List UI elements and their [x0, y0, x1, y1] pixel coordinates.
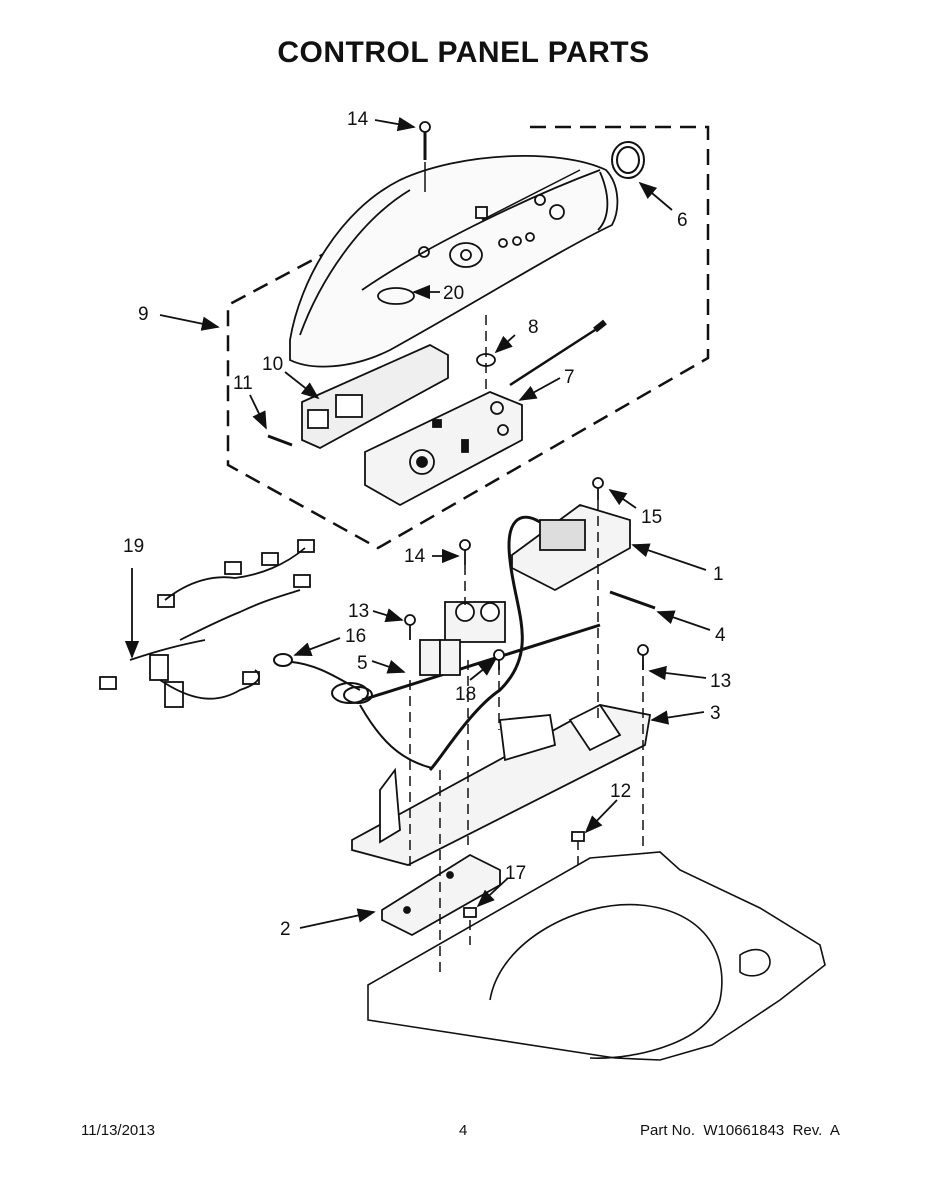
callout-1: 1 — [713, 564, 724, 585]
console-assembly-outline — [226, 125, 710, 550]
callouts — [124, 117, 711, 929]
callout-19: 19 — [123, 536, 144, 557]
rod-4 — [361, 590, 656, 702]
callout-2: 2 — [280, 919, 291, 940]
callout-13-right: 13 — [710, 671, 731, 692]
footer-part-info: Part No. W10661843 Rev. A — [640, 1122, 840, 1139]
leader-3 — [650, 710, 705, 725]
callout-16: 16 — [345, 626, 366, 647]
leader-1 — [631, 543, 707, 571]
console-base — [351, 703, 652, 866]
leader-18 — [469, 658, 497, 681]
callout-labels: 1 2 3 4 5 6 7 8 9 10 11 12 13 13 14 14 1… — [123, 109, 731, 940]
board-wire — [509, 328, 596, 387]
control-knob — [611, 141, 645, 179]
mounting-plate — [381, 853, 501, 937]
leader-9 — [159, 314, 220, 331]
leader-2 — [299, 908, 376, 929]
footer-page-number: 4 — [459, 1122, 468, 1139]
leader-10 — [284, 371, 320, 400]
water-valve — [419, 601, 506, 676]
callout-13-left: 13 — [348, 601, 369, 622]
callout-17: 17 — [505, 863, 526, 884]
leader-12 — [584, 799, 618, 834]
footer-date: 11/13/2013 — [81, 1122, 155, 1139]
leader-11 — [249, 394, 267, 430]
screws — [404, 477, 649, 918]
leader-4 — [656, 610, 711, 631]
board-wire-connector — [593, 319, 607, 333]
callout-14-top: 14 — [347, 109, 369, 130]
board-housing — [301, 343, 449, 450]
page-title: CONTROL PANEL PARTS — [277, 36, 650, 69]
screw-11 — [267, 434, 293, 447]
callout-8: 8 — [528, 317, 539, 338]
leader-15 — [608, 488, 637, 509]
leader-17 — [476, 877, 509, 908]
main-control-board — [511, 504, 631, 592]
callout-4: 4 — [715, 625, 726, 646]
callout-11: 11 — [233, 373, 253, 394]
callout-15: 15 — [641, 507, 662, 528]
callout-12: 12 — [610, 781, 631, 802]
callout-7: 7 — [564, 367, 575, 388]
leader-8 — [494, 334, 516, 354]
console-panel — [289, 155, 619, 368]
wire-harness-16 — [273, 653, 433, 769]
leader-16 — [293, 637, 341, 657]
callout-18: 18 — [455, 684, 476, 705]
callout-10: 10 — [262, 354, 283, 375]
leader-13-right — [648, 665, 707, 681]
callout-20: 20 — [443, 283, 464, 304]
callout-14-mid: 14 — [404, 546, 426, 567]
callout-5: 5 — [357, 653, 368, 674]
main-control-wire — [428, 515, 541, 772]
alignment-lines — [409, 500, 644, 975]
leader-5 — [371, 659, 406, 674]
callout-9: 9 — [138, 304, 149, 325]
callout-3: 3 — [710, 703, 721, 724]
leader-13-left — [372, 608, 404, 623]
cabinet-top — [367, 851, 826, 1061]
leader-7 — [518, 377, 561, 401]
callout-6: 6 — [677, 210, 688, 231]
leader-6 — [638, 181, 673, 211]
ui-control-board — [364, 391, 523, 507]
leader-14-top — [374, 117, 416, 132]
